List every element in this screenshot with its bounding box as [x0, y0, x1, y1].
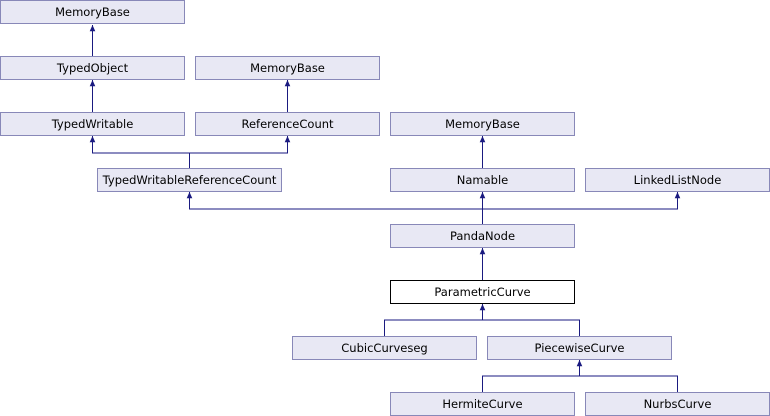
node-piecewisecurve[interactable]: PiecewiseCurve: [487, 336, 672, 360]
edge-twrc-referencecount: [189, 136, 291, 154]
node-typedwritablereferencecount[interactable]: TypedWritableReferenceCount: [97, 168, 282, 192]
edge-twrc-typedwritable: [89, 136, 190, 154]
edge-nurbscurve-up: [579, 375, 678, 392]
edge-hermitecurve-up: [482, 375, 580, 392]
node-parametriccurve: ParametricCurve: [390, 280, 575, 304]
edge-cubiccurveseg-up: [384, 319, 483, 336]
edge-piecewisecurve-up: [482, 319, 580, 336]
node-cubiccurveseg[interactable]: CubicCurveseg: [292, 336, 477, 360]
node-hermitecurve[interactable]: HermiteCurve: [390, 392, 575, 416]
node-memorybase-1[interactable]: MemoryBase: [0, 0, 185, 24]
edge-pandanode-linkedlistnode: [482, 192, 681, 210]
node-memorybase-3[interactable]: MemoryBase: [390, 112, 575, 136]
node-pandanode[interactable]: PandaNode: [390, 224, 575, 248]
node-memorybase-2[interactable]: MemoryBase: [195, 56, 380, 80]
node-typedwritable[interactable]: TypedWritable: [0, 112, 185, 136]
node-referencecount[interactable]: ReferenceCount: [195, 112, 380, 136]
node-typedobject[interactable]: TypedObject: [0, 56, 185, 80]
edge-pandanode-twrc: [186, 192, 483, 210]
node-linkedlistnode[interactable]: LinkedListNode: [585, 168, 770, 192]
node-namable[interactable]: Namable: [390, 168, 575, 192]
node-nurbscurve[interactable]: NurbsCurve: [585, 392, 770, 416]
